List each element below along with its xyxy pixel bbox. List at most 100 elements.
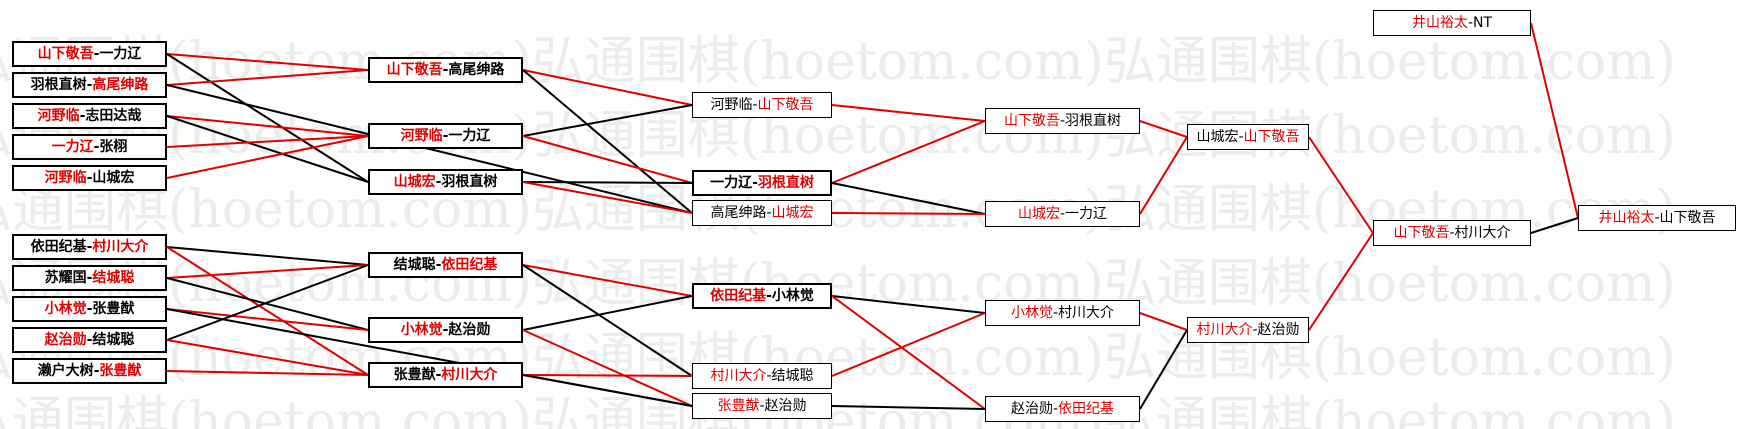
player-1-name: 结城聪 (393, 257, 436, 273)
match-separator: - (1467, 15, 1474, 31)
player-2-name: 赵治勋 (1257, 322, 1300, 338)
bracket-edge-r2c-r3c (522, 181, 693, 214)
bracket-edge-r3a-r4a (831, 104, 986, 122)
player-1-name: 村川大介 (1196, 322, 1253, 338)
match-node-r4d: 赵治勋-依田纪基 (985, 396, 1140, 422)
player-1-name: 河野临 (37, 108, 80, 124)
player-1-name: 依田纪基 (30, 239, 87, 255)
match-node-r1a: 山下敬吾-一力辽 (12, 41, 167, 67)
match-node-r1d: 一力辽-张栩 (12, 134, 167, 160)
bracket-edge-r1c-r2c (166, 115, 369, 183)
bracket-edge-r5a-r6 (1308, 136, 1374, 234)
player-1-name: 山下敬吾 (1393, 225, 1450, 241)
bracket-edge-r2c-r3b (522, 181, 693, 184)
match-node-r1e: 河野临-山城宏 (12, 165, 167, 191)
match-node-r1i: 赵治勋-结城聪 (12, 327, 167, 353)
player-2-name: 村川大介 (1454, 225, 1511, 241)
player-2-name: 羽根直树 (1065, 113, 1122, 129)
player-1-name: 一力辽 (710, 175, 753, 191)
match-separator: - (86, 77, 93, 93)
match-separator: - (79, 108, 86, 124)
match-separator: - (1052, 401, 1059, 417)
player-2-name: 结城聪 (771, 368, 814, 384)
match-node-r1h: 小林觉-张豊猷 (12, 296, 167, 322)
match-node-r3a: 河野临-山下敬吾 (692, 92, 832, 118)
bracket-edge-r3b-r4b (831, 182, 986, 215)
bracket-edge-r1c-r2b (166, 115, 369, 137)
player-1-name: 濑户大树 (37, 363, 94, 379)
match-separator: - (766, 368, 772, 384)
match-separator: - (86, 239, 93, 255)
match-node-r5b: 村川大介-赵治勋 (1187, 317, 1309, 343)
player-2-name: 赵治勋 (764, 398, 807, 414)
bracket-edge-r2b-r3b (522, 135, 693, 184)
player-1-name: 井山裕太 (1598, 210, 1655, 226)
match-node-r2c: 山城宏-羽根直树 (368, 169, 523, 195)
match-separator: - (442, 62, 449, 78)
match-separator: - (1059, 113, 1066, 129)
player-1-name: 赵治勋 (1010, 401, 1053, 417)
match-separator: - (86, 270, 93, 286)
bracket-edge-r1i-r2f (166, 339, 369, 376)
player-1-name: 河野临 (400, 128, 443, 144)
match-node-r3e: 村川大介-结城聪 (692, 363, 832, 389)
player-2-name: 小林觉 (771, 288, 814, 304)
match-separator: - (1449, 225, 1455, 241)
player-1-name: 村川大介 (710, 368, 767, 384)
player-2-name: NT (1473, 15, 1493, 31)
match-node-r1g: 苏耀国-结城聪 (12, 265, 167, 291)
match-node-r1f: 依田纪基-村川大介 (12, 234, 167, 260)
match-separator: - (442, 128, 449, 144)
match-separator: - (1252, 322, 1258, 338)
player-1-name: 赵治勋 (44, 332, 87, 348)
player-2-name: 张栩 (99, 139, 128, 155)
match-separator: - (759, 398, 765, 414)
bracket-edge-r4a-r5a (1139, 120, 1188, 138)
bracket-edge-r2b-r3a (522, 104, 693, 137)
player-2-name: 张豊猷 (99, 363, 142, 379)
bracket-edge-r4d-r5b (1139, 329, 1188, 410)
bracket-edge-r2e-r3f (522, 329, 693, 407)
match-separator: - (86, 332, 93, 348)
player-1-name: 小林觉 (400, 322, 443, 338)
bracket-edge-r2d-r3e (522, 264, 693, 377)
bracket-edge-r2a-r3a (522, 69, 693, 106)
player-1-name: 张豊猷 (717, 398, 760, 414)
bracket-edge-r3d-r4c (831, 295, 986, 314)
player-2-name: 一力辽 (99, 46, 142, 62)
player-1-name: 山城宏 (1017, 206, 1060, 222)
match-node-r3c: 高尾绅路-山城宏 (692, 200, 832, 226)
match-separator: - (752, 175, 758, 191)
bracket-edge-r1d-r2b (166, 135, 369, 148)
match-node-r3b: 一力辽-羽根直树 (692, 170, 832, 196)
bracket-edge-r1a-r2c (166, 53, 369, 183)
player-1-name: 张豊猷 (393, 367, 436, 383)
player-2-name: 一力辽 (1065, 206, 1108, 222)
match-separator: - (93, 139, 100, 155)
player-1-name: 小林觉 (1010, 305, 1053, 321)
match-node-r2b: 河野临-一力辽 (368, 123, 523, 149)
match-separator: - (93, 46, 100, 62)
player-2-name: 依田纪基 (441, 257, 498, 273)
match-node-r2e: 小林觉-赵治勋 (368, 317, 523, 343)
match-separator: - (435, 174, 442, 190)
match-separator: - (1052, 305, 1059, 321)
match-node-r4a: 山下敬吾-羽根直树 (985, 108, 1140, 134)
player-1-name: 小林觉 (44, 301, 87, 317)
player-2-name: 羽根直树 (441, 174, 498, 190)
match-node-r1b: 羽根直树-高尾绅路 (12, 72, 167, 98)
bracket-edge-r2a-r3c (522, 69, 693, 214)
player-1-name: 一力辽 (51, 139, 94, 155)
player-2-name: 山下敬吾 (1243, 129, 1300, 145)
match-separator: - (766, 288, 772, 304)
match-node-r3f: 张豊猷-赵治勋 (692, 393, 832, 419)
match-node-r2d: 结城聪-依田纪基 (368, 252, 523, 278)
bracket-edge-r2f-r3e (522, 374, 693, 377)
bracket-edge-r1b-r2a (166, 69, 369, 86)
match-node-r6: 山下敬吾-村川大介 (1373, 220, 1531, 246)
match-separator: - (435, 257, 442, 273)
player-1-name: 山城宏 (1196, 129, 1239, 145)
bracket-edge-r1b-r3c (166, 84, 693, 214)
player-2-name: 高尾绅路 (448, 62, 505, 78)
